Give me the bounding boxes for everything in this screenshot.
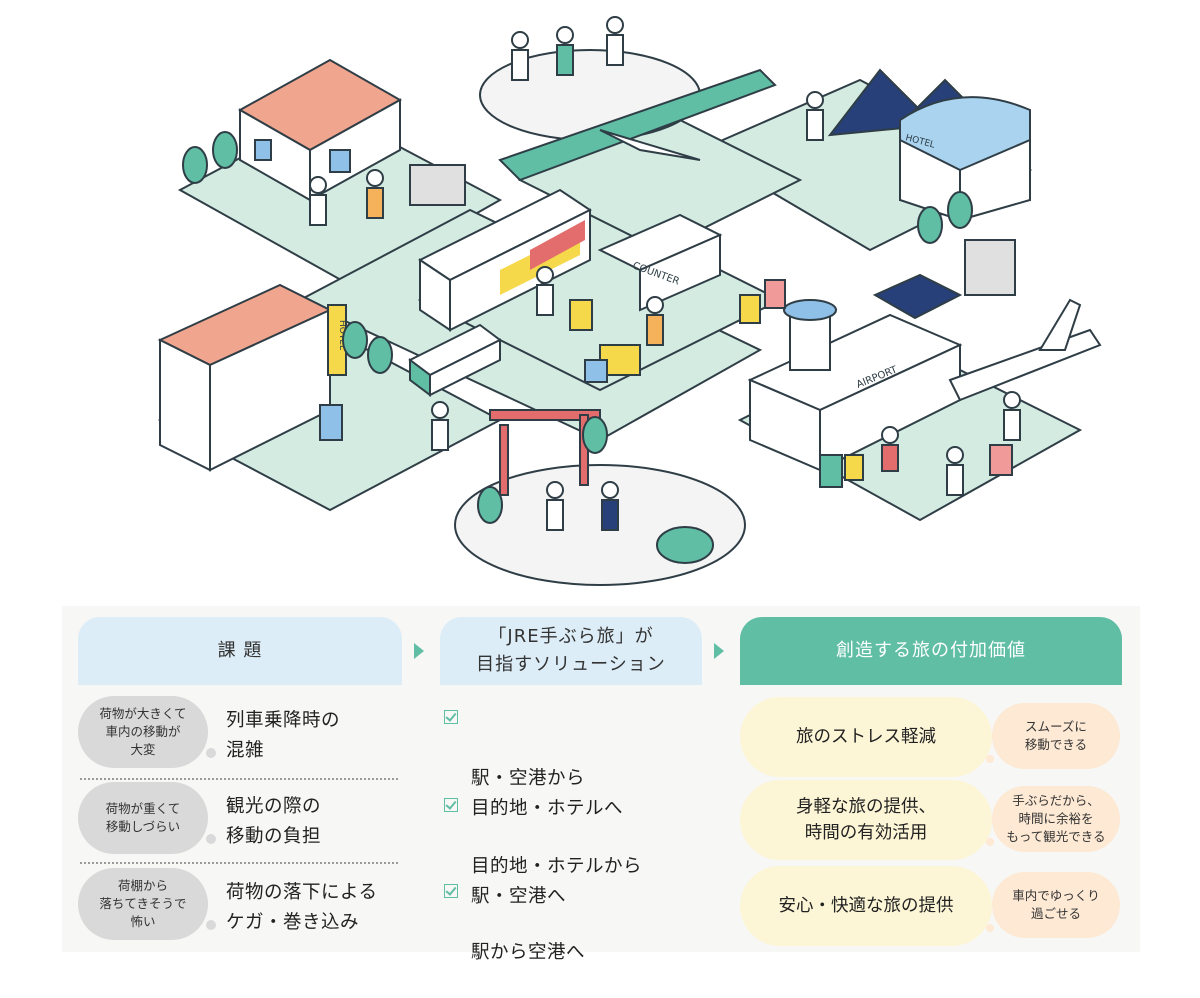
airplane-white — [948, 298, 1102, 402]
solution-item: 目的地・ホテルから 駅・空港へ — [444, 792, 643, 942]
column-header-problems: 課 題 — [78, 617, 402, 685]
solution-text: 駅から空港へ — [471, 942, 586, 963]
solution-item: 駅・空港から 目的地・ホテルへ — [444, 704, 624, 854]
arrow-right-icon — [414, 643, 424, 659]
value-main: 身軽な旅の提供、 時間の有効活用 — [740, 780, 992, 860]
travelers — [309, 16, 1021, 531]
value-row: 身軽な旅の提供、 時間の有効活用 手ぶらだから、 時間に余裕を もって観光できる — [740, 780, 1120, 860]
value-sub-bubble: 手ぶらだから、 時間に余裕を もって観光できる — [992, 786, 1120, 852]
column-header-values: 創造する旅の付加価値 — [740, 617, 1122, 685]
travel-town-illustration: HOTEL COUNTER HOTEL AIRPORT — [157, 16, 1102, 586]
speech-dot — [986, 924, 994, 932]
speech-dot — [986, 755, 994, 763]
arrow-right-icon — [714, 643, 724, 659]
solution-item: 駅から空港へ — [444, 878, 586, 998]
divider — [80, 778, 398, 780]
airplane-green — [498, 68, 777, 182]
problem-bubble: 荷物が重くて 移動しづらい — [78, 782, 208, 854]
value-main: 旅のストレス軽減 — [740, 697, 992, 777]
speech-dot — [206, 920, 216, 930]
value-main: 安心・快適な旅の提供 — [740, 866, 992, 946]
train — [408, 323, 502, 397]
speech-dot — [206, 748, 216, 758]
counter — [597, 213, 723, 312]
torii-gate — [489, 409, 601, 496]
divider — [80, 862, 398, 864]
solution-text: 目的地・ホテルから 駅・空港へ — [471, 856, 643, 907]
hotel-right — [899, 96, 1031, 222]
value-row: 旅のストレス軽減 スムーズに 移動できる — [740, 697, 1120, 777]
value-sub-bubble: スムーズに 移動できる — [992, 703, 1120, 769]
locker-station — [418, 188, 592, 332]
problem-row: 荷棚から 落ちてきそうで 怖い 荷物の落下による ケガ・巻き込み — [78, 864, 402, 950]
problem-bubble: 荷棚から 落ちてきそうで 怖い — [78, 868, 208, 940]
problem-bubble: 荷物が大きくて 車内の移動が 大変 — [78, 696, 208, 768]
hotel-left-sign: HOTEL — [337, 320, 347, 350]
trees — [182, 131, 973, 564]
checkbox-icon — [444, 884, 458, 898]
problem-row: 荷物が大きくて 車内の移動が 大変 列車乗降時の 混雑 — [78, 692, 402, 778]
problem-text: 観光の際の 移動の負担 — [226, 796, 322, 847]
solution-text: 駅・空港から 目的地・ホテルへ — [471, 768, 624, 819]
speech-dot — [986, 838, 994, 846]
checkbox-icon — [444, 710, 458, 724]
problem-text: 荷物の落下による ケガ・巻き込み — [226, 882, 378, 933]
speech-dot — [206, 834, 216, 844]
hotel-left — [157, 283, 347, 472]
column-header-solutions: 「JRE手ぶら旅」が 目指すソリューション — [440, 617, 702, 685]
value-row: 安心・快適な旅の提供 車内でゆっくり 過ごせる — [740, 866, 1120, 946]
checkbox-icon — [444, 798, 458, 812]
value-sub-bubble: 車内でゆっくり 過ごせる — [992, 872, 1120, 938]
shrine-plaza — [454, 464, 746, 586]
airport-building — [747, 273, 963, 472]
problem-row: 荷物が重くて 移動しづらい 観光の際の 移動の負担 — [78, 778, 402, 864]
problem-text: 列車乗降時の 混雑 — [226, 710, 341, 761]
luggage — [319, 164, 1016, 488]
